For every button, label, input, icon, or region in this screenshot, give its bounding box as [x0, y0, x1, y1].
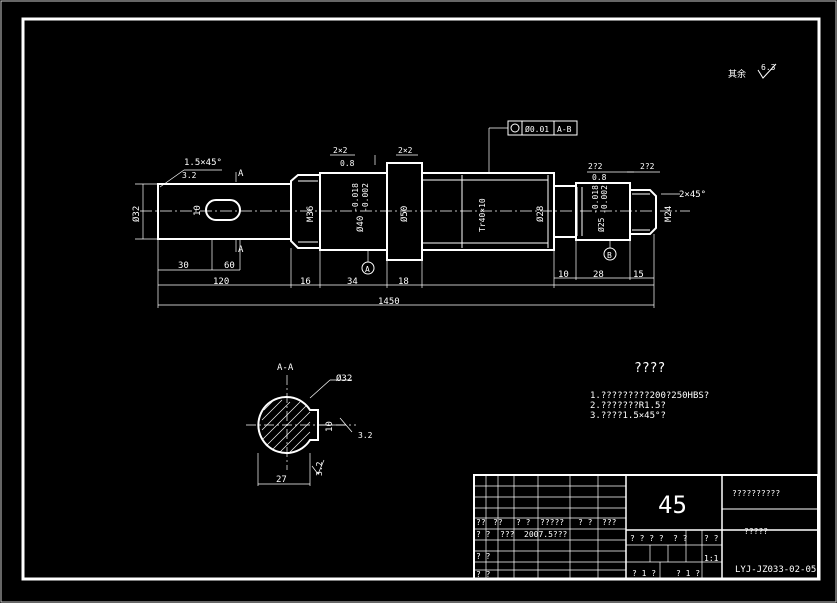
- tb-r3-c1: ? ?: [476, 552, 491, 561]
- tb-mid-c3: ? ?: [704, 534, 719, 543]
- tb-r1-c2: ??: [493, 518, 503, 527]
- tb-bottom-c1: ? 1 ?: [632, 569, 656, 578]
- len-18: 18: [398, 277, 409, 287]
- material-label: 45: [658, 491, 687, 519]
- rough-1-label: 0.8: [340, 159, 355, 168]
- section-rough-2: 3.2: [315, 461, 324, 476]
- datum-b-circle: [603, 247, 617, 261]
- len-60: 60: [224, 261, 235, 271]
- len-10: 10: [558, 270, 569, 280]
- cyl-tolerance-value: Ø0.01: [525, 124, 549, 134]
- len-1450: 1450: [378, 297, 400, 307]
- tb-r2-c3: 2007.5???: [524, 530, 568, 539]
- tb-mid-c2: ? ?: [673, 534, 688, 543]
- d40-tol-lower: -0.002: [361, 183, 370, 212]
- groove-1-label: 2×2: [333, 146, 348, 155]
- notes-line-2: 2.???????R1.5?: [590, 401, 666, 411]
- tb-r1-c4: ?????: [540, 518, 564, 527]
- section-title: A-A: [277, 363, 294, 373]
- datum-a-circle: [361, 261, 375, 275]
- scale-value: 1:1: [704, 554, 719, 563]
- len-120: 120: [213, 277, 229, 287]
- key-10-label: 10: [193, 205, 203, 216]
- roughness-other-value: 6.3: [761, 63, 776, 72]
- tolerance-frame: [507, 120, 578, 136]
- rough-left-label: 3.2: [182, 171, 197, 180]
- d32-label: Ø32: [131, 206, 142, 222]
- datum-b-label: B: [607, 251, 612, 260]
- section-width: 27: [276, 475, 287, 485]
- len-34: 34: [347, 277, 358, 287]
- cyl-datum: A-B: [557, 125, 572, 134]
- m36-label: M36: [306, 206, 316, 222]
- roughness-symbol-icon: [757, 63, 777, 79]
- d25-label: Ø25: [596, 217, 606, 232]
- groove-2-label: 2×2: [398, 146, 413, 155]
- len-30: 30: [178, 261, 189, 271]
- section-mark-bottom: A: [238, 245, 244, 255]
- tb-r1-c1: ??: [476, 518, 486, 527]
- chamfer-left-label: 1.5×45°: [184, 158, 222, 168]
- d25-tol-lower: -0.002: [600, 185, 609, 214]
- tb-bottom-c2: ? 1 ?: [676, 569, 700, 578]
- title-block: [473, 474, 819, 580]
- notes-line-3: 3.????1.5×45°?: [590, 411, 666, 421]
- d50-label: Ø50: [399, 206, 410, 222]
- company-name: ?????: [744, 527, 768, 536]
- tr-label: Tr40×10: [478, 198, 487, 232]
- right-groove-2-label: 2?2: [640, 162, 655, 171]
- dimension-lines: [135, 127, 680, 308]
- tb-r4-c1: ? ?: [476, 570, 491, 579]
- notes-line-1: 1.?????????200?250HBS?: [590, 391, 709, 401]
- len-16: 16: [300, 277, 311, 287]
- rough-2-label: 0.8: [592, 173, 607, 182]
- m24-label: M24: [664, 206, 674, 222]
- inner-frame: [21, 17, 821, 581]
- tb-r1-c6: ???: [602, 518, 617, 527]
- tb-r1-c3: ? ?: [516, 518, 531, 527]
- part-name: ??????????: [732, 489, 780, 498]
- d25-tol-upper: -0.018: [591, 185, 600, 214]
- section-mark-top: A: [238, 169, 244, 179]
- roughness-note: 其余: [728, 68, 746, 80]
- notes-title: ????: [634, 361, 665, 376]
- tb-r2-c1: ? ?: [476, 530, 491, 539]
- tb-r2-c2: ???: [500, 530, 515, 539]
- tb-r1-c5: ? ?: [578, 518, 593, 527]
- right-groove-1-label: 2?2: [588, 162, 603, 171]
- section-key: 10: [325, 421, 335, 432]
- d40-tol-upper: -0.018: [351, 183, 360, 212]
- shaft-main-view: [140, 162, 690, 261]
- section-view: [246, 375, 356, 486]
- section-rough-1: 3.2: [358, 431, 373, 440]
- d40-label: Ø40: [355, 216, 366, 232]
- len-15: 15: [633, 270, 644, 280]
- tb-mid-c1: ? ? ? ?: [630, 534, 664, 543]
- len-28: 28: [593, 270, 604, 280]
- drawing-number: LYJ-JZ033-02-05: [735, 565, 816, 575]
- d28-label: Ø28: [535, 206, 546, 222]
- right-chamfer-label: 2×45°: [679, 190, 706, 200]
- section-dia: Ø32: [336, 373, 352, 384]
- datum-a-label: A: [365, 265, 370, 274]
